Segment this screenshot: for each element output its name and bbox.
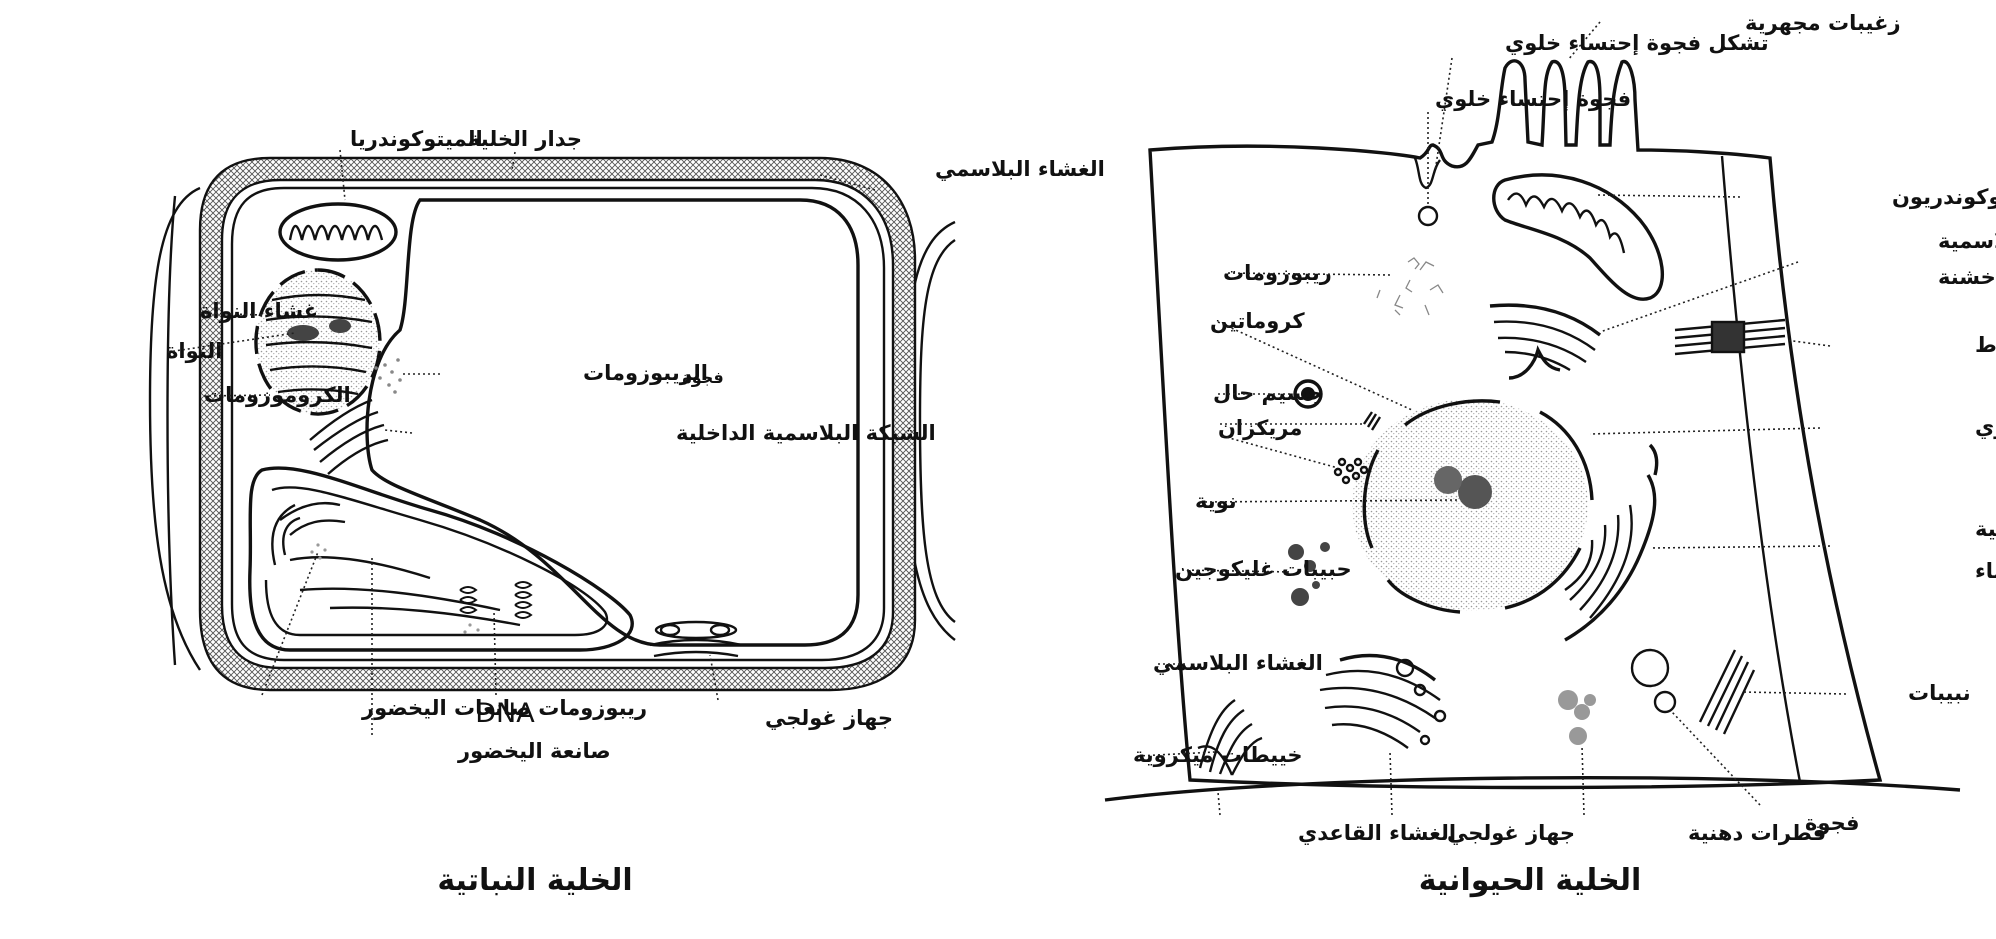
animal-nucleus <box>1352 399 1594 614</box>
plant-label-chloroplast: صانعة اليخضور <box>457 739 611 763</box>
plant-label-vacuole: فجوة <box>682 368 723 387</box>
plant-label-nuclear-membrane: غشاء النواة <box>200 299 318 323</box>
plant-er <box>309 398 389 475</box>
animal-label-nucleolus: نوية <box>1195 489 1237 513</box>
animal-label-microtubules: نبيبات <box>1908 681 1971 705</box>
plant-title: الخلية النباتية <box>437 863 632 898</box>
plant-label-er: الشبكة البلاسمية الداخلية <box>676 421 936 445</box>
animal-smooth-er <box>1564 443 1659 642</box>
animal-label-glycogen: حبيبات غليكوجين <box>1175 557 1352 581</box>
plant-golgi <box>649 620 743 658</box>
animal-golgi <box>1319 653 1447 749</box>
animal-cell-outline <box>1148 59 1883 790</box>
animal-vacuole <box>1630 648 1677 714</box>
animal-label-microvilli: زغيبات مجهرية <box>1745 11 1901 35</box>
plant-cell <box>148 156 956 692</box>
animal-label-ribosomes: ريبوزومات <box>1223 261 1332 285</box>
plant-label-nucleus: النواة <box>166 339 222 363</box>
animal-label-golgi: جهاز غولجي <box>1447 821 1575 845</box>
animal-ribosomes <box>1376 257 1444 316</box>
animal-label-vacuole: فجوة <box>1805 811 1859 835</box>
animal-cell <box>1104 59 1961 802</box>
plant-neighbor-right-inner <box>918 239 956 623</box>
animal-microtubules <box>1698 649 1756 735</box>
plant-ribosomes <box>374 358 402 394</box>
animal-neighbor-edge <box>1720 155 1802 783</box>
animal-label-desmosome: جسيم ارتباط <box>1975 333 1996 357</box>
plant-label-ribosomes: الريبوزومات <box>583 361 708 385</box>
animal-label-rough-er-1: شبكة بلاسمية <box>1938 229 1996 253</box>
animal-label-microfilaments: خييطات ميكروية <box>1133 743 1303 767</box>
animal-microfilaments <box>1197 699 1263 776</box>
animal-label-basal-membrane: الغشاء القاعدي <box>1298 821 1456 846</box>
plant-label-mitochondria: الميتوكوندريا <box>350 127 483 151</box>
animal-desmosome <box>1674 318 1786 356</box>
plant-label-chloroplast-ribosomes: ريبوزومات صانعات اليخضور <box>361 696 647 720</box>
animal-endocytosis-pit <box>1413 157 1441 190</box>
plant-nucleus <box>254 268 382 416</box>
plant-cell-wall <box>198 156 917 692</box>
animal-label-smooth-er-2: داخلية ملساء <box>1975 559 1996 583</box>
animal-mitochondrion <box>1492 173 1664 301</box>
plant-mitochondrion <box>278 202 398 262</box>
animal-label-centrioles: مريكزان <box>1218 416 1302 440</box>
plant-labels: الميتوكوندريا جدار الخلية الغشاء البلاسم… <box>166 127 1105 898</box>
plant-vacuole <box>365 198 860 647</box>
animal-label-lysosome: جسيم حال <box>1213 381 1323 405</box>
animal-label-endocytic-vacuole: فجوة إحتساء خلوي <box>1435 87 1631 112</box>
animal-label-plasma-membrane: الغشاء البلاسمي <box>1153 651 1323 675</box>
plant-chloroplast <box>248 466 634 652</box>
animal-lysosome <box>1293 379 1323 409</box>
animal-endocytic-vacuole <box>1417 205 1439 227</box>
animal-label-smooth-er-1: شبكة بلاسمية <box>1975 517 1996 541</box>
animal-label-nuclear-membrane: الغشاء النووي <box>1975 415 1996 440</box>
animal-nucleolus <box>1458 475 1492 509</box>
animal-label-endocytosis-forming: تشكل فجوة إحتساء خلوي <box>1505 31 1769 56</box>
animal-labels: زغيبات مجهرية تشكل فجوة إحتساء خلوي فجوة… <box>1133 11 1996 898</box>
plant-label-chromosomes: الكروموزومات <box>204 383 351 407</box>
plant-label-cell-wall: جدار الخلية <box>468 127 582 151</box>
plant-label-plasma-membrane: الغشاء البلاسمي <box>935 157 1105 181</box>
animal-title: الخلية الحيوانية <box>1419 863 1642 898</box>
animal-label-lipid-droplets: قطرات دهنية <box>1688 821 1826 845</box>
animal-label-mitochondrion: ميتوكوندريون <box>1892 185 1996 209</box>
animal-centrioles <box>1333 411 1382 485</box>
plant-plasma-membrane <box>230 186 886 662</box>
plant-label-golgi: جهاز غولجي <box>765 706 893 730</box>
animal-glycogen <box>1288 542 1330 606</box>
plant-label-dna: DNA <box>475 698 535 729</box>
animal-label-chromatin: كروماتين <box>1210 309 1305 333</box>
animal-rough-er <box>1489 303 1602 380</box>
animal-label-rough-er-2: داخلية خشنة <box>1938 265 1996 289</box>
plant-neighbor-left-inner <box>166 195 177 666</box>
animal-lipid-droplets <box>1558 690 1596 745</box>
plant-neighbor-left <box>148 186 201 671</box>
